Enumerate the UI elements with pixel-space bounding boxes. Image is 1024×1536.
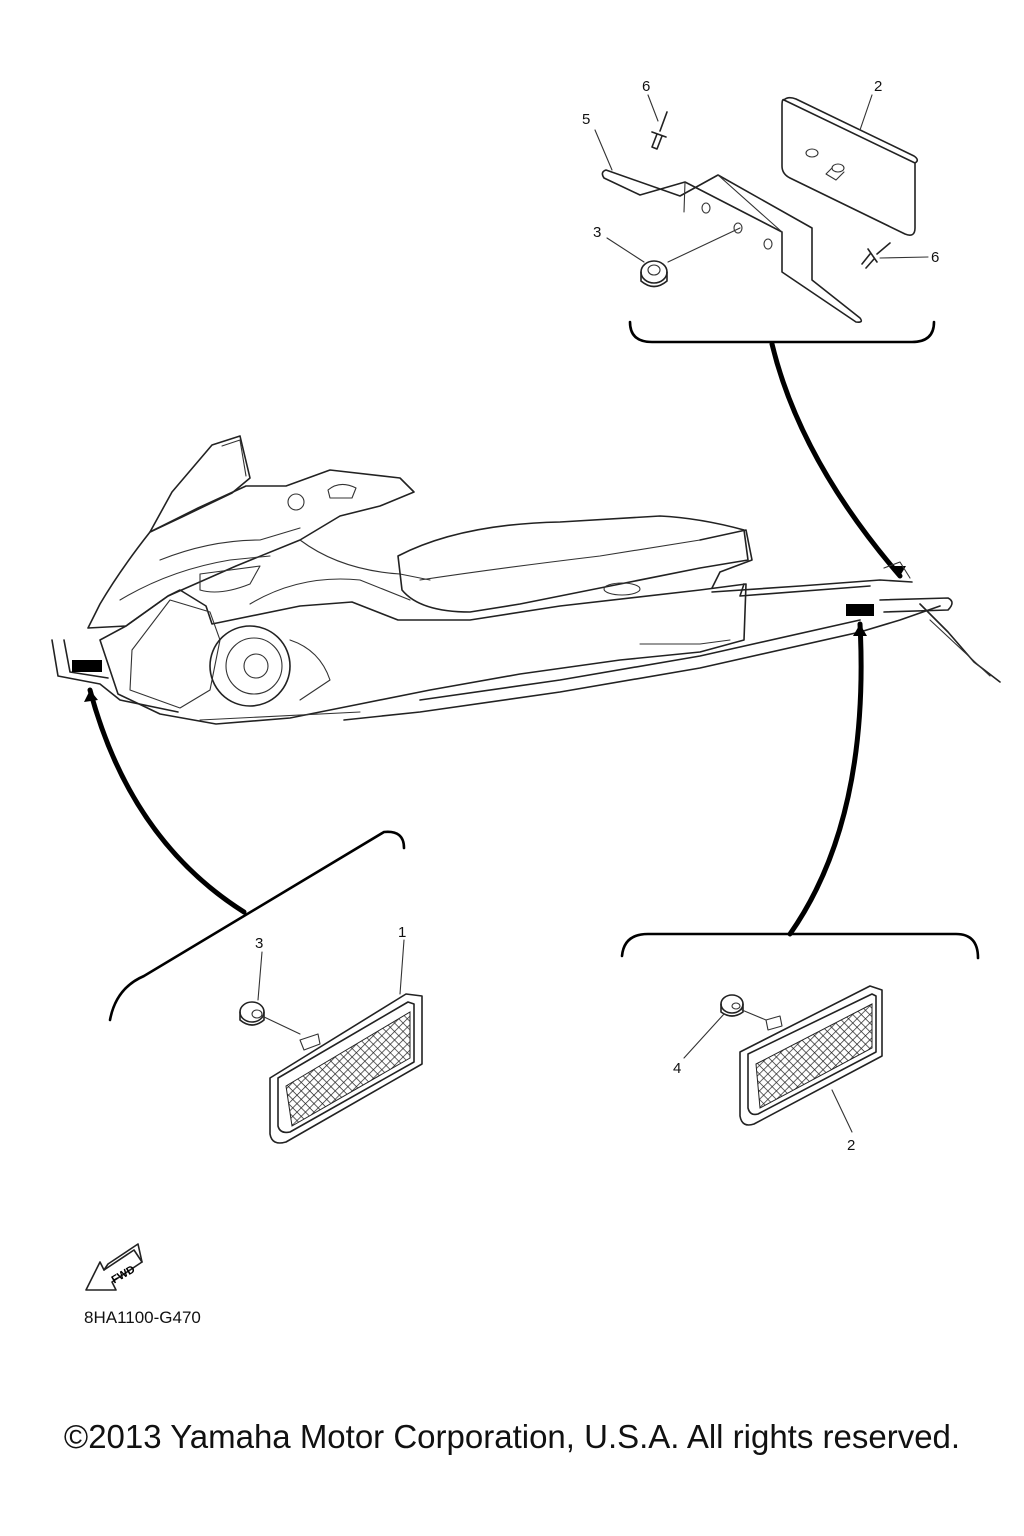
front-reflector-location bbox=[72, 660, 102, 672]
right-detail-frame bbox=[620, 932, 980, 960]
callout-6-top: 6 bbox=[642, 78, 650, 95]
license-plate-part bbox=[781, 96, 919, 236]
callout-4: 4 bbox=[673, 1060, 681, 1077]
fwd-label: FWD bbox=[110, 1263, 138, 1286]
top-detail-frame bbox=[628, 320, 936, 344]
rear-bracket-detail: 6 2 5 3 6 bbox=[582, 78, 939, 579]
rivet-top bbox=[651, 111, 668, 150]
bracket-part bbox=[601, 169, 863, 323]
callout-5: 5 bbox=[582, 111, 590, 128]
nut-top bbox=[640, 260, 668, 288]
callout-1: 1 bbox=[398, 924, 406, 941]
snowmobile-illustration bbox=[51, 435, 1001, 725]
nut-right bbox=[720, 994, 744, 1017]
callout-3-top: 3 bbox=[593, 224, 601, 241]
callout-6-right: 6 bbox=[931, 249, 939, 266]
forward-arrow-icon: FWD bbox=[85, 1243, 143, 1291]
copyright-notice: ©2013 Yamaha Motor Corporation, U.S.A. A… bbox=[63, 1418, 961, 1455]
rivet-right bbox=[861, 242, 891, 269]
rear-reflector-detail: 4 2 bbox=[620, 621, 980, 1154]
callout-2-top: 2 bbox=[874, 78, 882, 95]
diagram-code: 8HA1100-G470 bbox=[84, 1308, 201, 1327]
nut-left bbox=[239, 1001, 265, 1026]
reflector-part-1 bbox=[269, 993, 423, 1144]
left-detail-frame bbox=[108, 830, 406, 1022]
front-reflector-detail: 3 1 bbox=[84, 687, 423, 1144]
left-pointer-line bbox=[87, 687, 247, 915]
right-pointer-line bbox=[787, 621, 864, 937]
rear-reflector-location bbox=[846, 604, 874, 616]
reflector-part-2 bbox=[739, 985, 883, 1126]
top-pointer-line bbox=[769, 341, 903, 579]
callout-2-right: 2 bbox=[847, 1137, 855, 1154]
callout-3-left: 3 bbox=[255, 935, 263, 952]
